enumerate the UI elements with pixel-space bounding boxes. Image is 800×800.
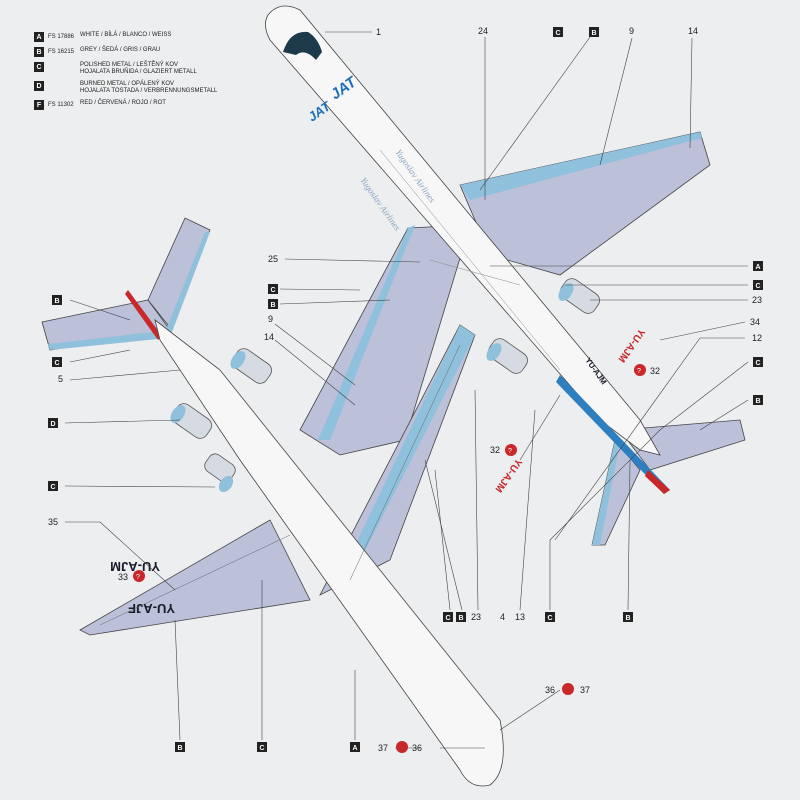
legend-text-a: WHITE / BÍLÁ / BLANCO / WEISS: [80, 32, 172, 38]
legend-row-f: F FS 11302 RED / ČERVENÁ / ROJO / ROT: [34, 100, 294, 110]
svg-text:?: ?: [637, 368, 641, 375]
callout-12: 12: [752, 333, 762, 343]
legend-key-b: B: [34, 47, 44, 57]
tag-c-mid: C: [270, 287, 275, 294]
decal-icon-32-right: [634, 364, 646, 376]
legend-text-d-1: BURNED METAL / OPÁLENÝ KOV: [80, 81, 175, 87]
legend-text-c-1: POLISHED METAL / LEŠTĚNÝ KOV: [80, 62, 179, 68]
legend-code-f: FS 11302: [48, 102, 74, 108]
legend-code-b: FS 16215: [48, 49, 75, 55]
svg-text:?: ?: [136, 574, 140, 581]
tag-c-left-2: C: [50, 484, 55, 491]
legend-row-a: A FS 17886 WHITE / BÍLÁ / BLANCO / WEISS: [34, 32, 294, 42]
tag-a-bottom: A: [352, 745, 357, 752]
bottom-view-reg-a: YU-AJM: [110, 559, 160, 574]
bottom-view-wing-right-edge: [335, 325, 475, 590]
tag-c-bottom: C: [259, 745, 264, 752]
paint-tags: C B A C C B B C D C C B C B C B B C A: [48, 27, 763, 752]
callout-37-bottom: 37: [378, 743, 388, 753]
callout-5: 5: [58, 374, 63, 384]
callout-9-top: 9: [629, 26, 634, 36]
legend-row-c: C POLISHED METAL / LEŠTĚNÝ KOV HOJALATA …: [34, 62, 294, 76]
tag-c-bottom-1: C: [445, 615, 450, 622]
callout-23-right: 23: [752, 295, 762, 305]
top-view-fuselage: [265, 5, 661, 456]
decal-icon-32-mid: [505, 444, 517, 456]
decal-icon-36-bottom: [396, 741, 408, 753]
legend-text-c-2: HOJALATA BRUÑIDA / GLAZIERT METALL: [80, 69, 197, 75]
tag-b-right-2: B: [755, 398, 760, 405]
legend-text-f: RED / ČERVENÁ / ROJO / ROT: [80, 100, 166, 106]
tag-top-b: B: [591, 30, 596, 37]
legend-row-b: B FS 16215 GREY / ŠEDÁ / GRIS / GRAU: [34, 47, 294, 57]
bottom-view-wing-left: [79, 519, 311, 636]
tag-top-c: C: [555, 30, 560, 37]
callout-34: 34: [750, 317, 760, 327]
callout-1: 1: [376, 27, 381, 37]
tag-b-bottom-1: B: [458, 615, 463, 622]
callout-36-bottom: 36: [412, 743, 422, 753]
callout-14-left: 14: [264, 332, 274, 342]
callout-4: 4: [500, 612, 505, 622]
tag-c-left: C: [54, 360, 59, 367]
tag-b-bottom: B: [177, 745, 182, 752]
top-view-reg-right: YU-AJM: [616, 326, 647, 364]
top-view-wing-right-leading-edge: [460, 132, 702, 200]
tag-c-bottom-2: C: [547, 615, 552, 622]
legend-key-a: A: [34, 32, 44, 42]
top-view-reg-mid: YU-AJM: [493, 456, 524, 494]
callout-25: 25: [268, 254, 278, 264]
tag-b-mid: B: [270, 302, 275, 309]
legend-key-f: F: [34, 100, 44, 110]
bottom-view-fuselage: [154, 318, 504, 787]
tag-b-left: B: [54, 298, 59, 305]
callout-24: 24: [478, 26, 488, 36]
callout-32-right: 32: [650, 366, 660, 376]
color-legend: A FS 17886 WHITE / BÍLÁ / BLANCO / WEISS…: [34, 32, 294, 115]
tag-c-right: C: [755, 283, 760, 290]
decal-icons: ? ? ?: [133, 364, 646, 753]
legend-key-d: D: [34, 81, 44, 91]
legend-text-b: GREY / ŠEDÁ / GRIS / GRAU: [80, 47, 161, 53]
decal-icon-36-top: [562, 683, 574, 695]
legend-row-d: D BURNED METAL / OPÁLENÝ KOV HOJALATA TO…: [34, 81, 294, 95]
top-view-cockpit-windows: [283, 31, 322, 60]
top-view-fin: [556, 375, 670, 494]
leader-lines: [64, 31, 749, 749]
top-view-fin-tip: [645, 470, 670, 494]
svg-text:?: ?: [508, 448, 512, 455]
callout-numbers: 1 24 9 14 25 23 34 12 32 9 14 5 35 33 32…: [48, 26, 762, 753]
tag-d-left: D: [50, 421, 55, 428]
top-view-aircraft: JAT JAT Yugoslav Airlines Yugoslav Airli…: [265, 5, 746, 546]
tag-c-right-2: C: [755, 360, 760, 367]
legend-text-d-2: HOJALATA TOSTADA / VERBRENNUNGSMETALL: [80, 88, 218, 94]
bottom-view-stabilizer-left-edge: [48, 330, 170, 350]
bottom-view-stabilizer-right: [147, 217, 211, 331]
callout-36-top: 36: [545, 685, 555, 695]
top-view-stabilizer-right: [619, 419, 746, 471]
bottom-view-aircraft: YU-AJM YU-AJF: [41, 217, 504, 787]
callout-23-bottom: 23: [471, 612, 481, 622]
decal-icon-33: [133, 570, 145, 582]
callout-35: 35: [48, 517, 58, 527]
tag-b-bottom-2: B: [625, 615, 630, 622]
top-view-wing-left: [299, 224, 471, 456]
callout-9-left: 9: [268, 314, 273, 324]
top-view-stabilizer-edge: [592, 440, 620, 545]
callout-14-top: 14: [688, 26, 698, 36]
callout-33: 33: [118, 572, 128, 582]
callout-13: 13: [515, 612, 525, 622]
bottom-view-engine-lower-2: [204, 453, 236, 483]
top-view-wing-left-leading-edge: [318, 225, 415, 440]
callout-32-mid: 32: [490, 445, 500, 455]
legend-code-a: FS 17886: [48, 34, 75, 40]
tag-a-right: A: [755, 264, 760, 271]
bottom-view-reg-b: YU-AJF: [128, 601, 175, 616]
legend-key-c: C: [34, 62, 44, 72]
bottom-view-fin-tip: [125, 290, 162, 340]
bottom-view-stabilizer-right-edge: [166, 232, 210, 332]
callout-37-top: 37: [580, 685, 590, 695]
